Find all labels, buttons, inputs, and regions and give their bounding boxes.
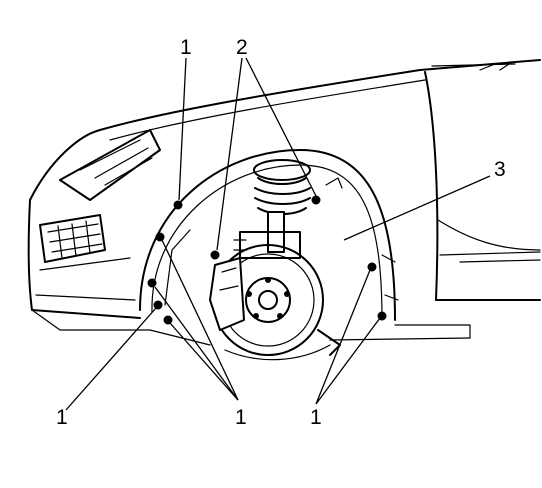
callout-1-bottom-center: 1 [235, 406, 247, 429]
fastener-1-d [163, 315, 173, 325]
brake-rotor [209, 244, 341, 361]
callouts: 1 2 3 1 1 1 [56, 36, 506, 429]
callout-1-top: 1 [180, 36, 192, 59]
callout-1-bottom-left: 1 [56, 406, 68, 429]
fastener-1-top [173, 200, 183, 210]
fastener-1-c [153, 300, 163, 310]
suspension-strut [233, 159, 311, 259]
vehicle-body [27, 59, 541, 331]
callout-2-top: 2 [236, 36, 248, 59]
fastener-1-e [367, 262, 377, 272]
fastener-2-a [210, 250, 220, 260]
fasteners [147, 177, 387, 325]
fastener-1-a [155, 232, 165, 242]
fastener-1-b [147, 278, 157, 288]
callout-3-right: 3 [494, 158, 506, 181]
callout-1-bottom-right: 1 [310, 406, 322, 429]
leader-lines [65, 57, 491, 411]
wheelhouse-liner [139, 149, 471, 346]
fastener-2-b [311, 195, 321, 205]
